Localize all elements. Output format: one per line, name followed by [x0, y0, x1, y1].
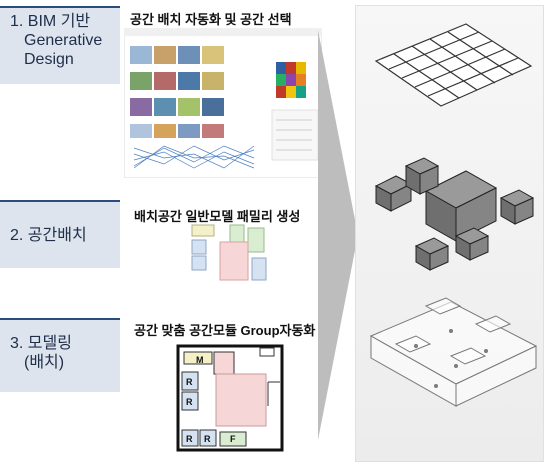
- parallel-coordinates-plot: [133, 145, 255, 169]
- step-3-box: 3. 모델링 (배치): [0, 318, 120, 392]
- room-label-r4: R: [204, 434, 211, 444]
- step-3-line-1: 3. 모델링: [10, 335, 72, 352]
- floor-plan: M R R R R F: [176, 344, 284, 452]
- layout-thumbnails: [130, 46, 224, 138]
- step-1-line-3: Design: [24, 51, 74, 68]
- step-1-line-1: 1. BIM 기반: [10, 13, 91, 30]
- room-label-m: M: [196, 355, 204, 365]
- step-2-title: 배치공간 일반모델 패밀리 생성: [134, 209, 301, 224]
- step-1-title: 공간 배치 자동화 및 공간 선택: [130, 12, 292, 27]
- step-2-box: 2. 공간배치: [0, 200, 120, 268]
- room-label-r3: R: [186, 434, 193, 444]
- result-3d-views: [369, 23, 538, 407]
- room-label-f: F: [230, 434, 236, 444]
- wireframe-grid-view: [374, 23, 533, 107]
- generative-design-screenshot: [124, 28, 322, 178]
- module-group-view: [369, 297, 538, 407]
- step-3-title: 공간 맞춤 공간모듈 Group자동화: [134, 323, 316, 338]
- step-1-box: 1. BIM 기반 Generative Design: [0, 6, 120, 84]
- result-panel: [355, 5, 544, 462]
- room-label-r2: R: [186, 397, 193, 407]
- step-3-line-2: (배치): [24, 354, 65, 371]
- step-2-line-1: 2. 공간배치: [10, 227, 87, 244]
- space-family-diagram: [191, 224, 267, 281]
- colored-module-preview: [276, 62, 306, 98]
- room-label-r1: R: [186, 377, 193, 387]
- massing-blocks-view: [374, 157, 535, 271]
- step-1-line-2: Generative: [24, 32, 103, 49]
- grey-funnel-arrow: [318, 30, 358, 440]
